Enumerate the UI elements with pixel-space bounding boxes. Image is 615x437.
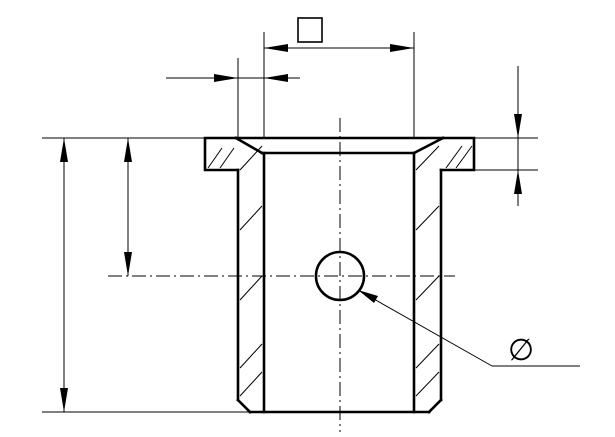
diameter-symbol: ∅ bbox=[508, 333, 534, 368]
dimension-overall-height bbox=[60, 138, 68, 412]
center-lines bbox=[108, 118, 455, 432]
section-hatching bbox=[207, 145, 473, 397]
dimension-hole-height bbox=[124, 138, 132, 276]
square-symbol-box bbox=[297, 17, 323, 43]
dimension-flange-thickness bbox=[514, 66, 522, 206]
dimension-square: □ bbox=[264, 17, 414, 52]
dimension-wall-thickness bbox=[166, 74, 300, 82]
diameter-leader: ∅ bbox=[357, 289, 580, 368]
extension-lines bbox=[42, 32, 538, 413]
